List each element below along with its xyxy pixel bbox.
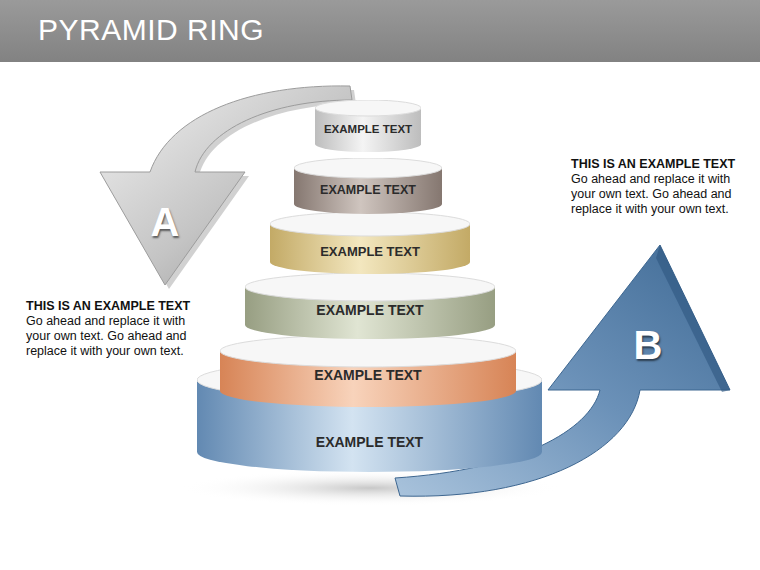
tier-text: EXAMPLE TEXT [320,244,420,259]
tier-label: EXAMPLE TEXT [294,180,442,198]
tier-body [197,380,542,472]
tier-label: EXAMPLE TEXT [270,242,470,260]
pyramid-tier: EXAMPLE TEXT [270,212,470,274]
tier-text: EXAMPLE TEXT [324,123,412,135]
tier-text: EXAMPLE TEXT [314,367,421,383]
arrow-letter-text: A [151,202,180,242]
tier-top [245,273,495,301]
tier-top [315,100,421,116]
tier-text: EXAMPLE TEXT [316,302,423,318]
pyramid-tier: EXAMPLE TEXT [245,273,495,339]
arrow-b-edge [656,245,730,392]
tier-text: EXAMPLE TEXT [316,434,423,450]
tier-label: EXAMPLE TEXT [220,366,516,384]
note-heading: THIS IS AN EXAMPLE TEXT [571,157,753,172]
note-heading: THIS IS AN EXAMPLE TEXT [26,299,208,314]
note-body: Go ahead and replace it with your own te… [26,314,208,359]
arrow-letter: B [634,325,663,365]
tier-top [220,335,516,367]
tier-top [294,158,442,178]
text-note: THIS IS AN EXAMPLE TEXTGo ahead and repl… [26,299,208,359]
pyramid-tier: EXAMPLE TEXT [315,100,421,152]
note-body: Go ahead and replace it with your own te… [571,172,753,217]
tier-label: EXAMPLE TEXT [197,433,542,451]
arrow-letter-text: B [634,325,663,365]
tier-label: EXAMPLE TEXT [315,119,421,137]
text-note: THIS IS AN EXAMPLE TEXTGo ahead and repl… [571,157,753,217]
tier-label: EXAMPLE TEXT [245,301,495,319]
pyramid-tier: EXAMPLE TEXT [294,158,442,214]
arrow-letter: A [151,202,180,242]
tier-top [197,360,542,400]
title: PYRAMID RING [38,13,264,47]
pyramid-tier: EXAMPLE TEXT [220,335,516,407]
tier-text: EXAMPLE TEXT [320,183,416,197]
tier-top [270,212,470,236]
